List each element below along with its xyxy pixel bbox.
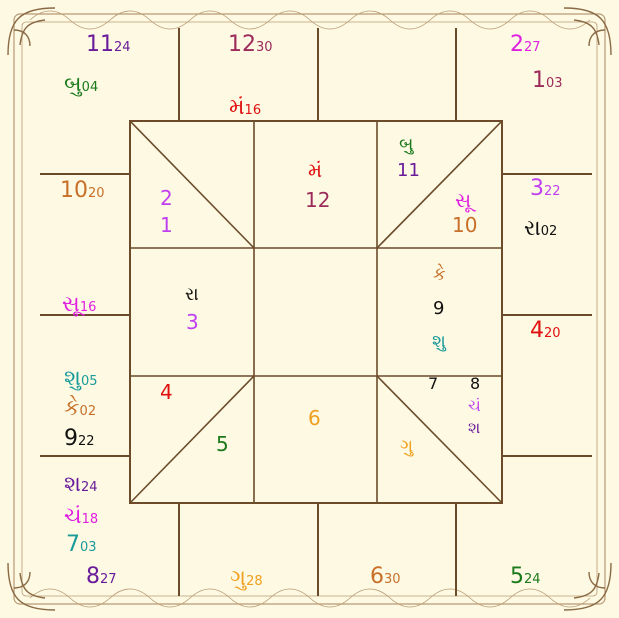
house6-outer-sub: 30	[384, 572, 401, 587]
house11-main: 11	[86, 32, 114, 57]
rahu-outer-sub: 02	[541, 224, 558, 239]
house-num-12: 12	[305, 190, 330, 210]
shukra-outer-label: શુ05	[64, 368, 98, 390]
house1-outer-label: 103	[532, 70, 563, 92]
planet-chandra-h8: ચં	[468, 398, 481, 414]
ketu-outer-sub: 02	[80, 404, 97, 419]
mangal-outer-sub: 16	[245, 103, 262, 118]
house5-outer-sub: 24	[524, 572, 541, 587]
budh-outer-main: બુ	[64, 72, 82, 97]
guru-outer-sub: 28	[246, 574, 263, 589]
ornamental-border	[14, 11, 605, 607]
surya-outer-sub: 16	[80, 300, 97, 315]
house-num-7: 7	[428, 376, 438, 392]
house9-sub: 22	[78, 434, 95, 449]
house-num-9: 9	[433, 300, 444, 318]
planet-surya-h10: સૂ	[455, 190, 471, 210]
house1-outer-main: 1	[532, 68, 546, 93]
house-num-3: 3	[186, 312, 199, 332]
house2-main: 2	[510, 32, 524, 57]
surya-outer-main: સૂ	[62, 292, 80, 317]
house-num-2: 2	[160, 188, 173, 208]
house-num-6: 6	[308, 408, 321, 428]
house5-outer-label: 524	[510, 566, 541, 588]
house12-main: 12	[228, 32, 256, 57]
house-num-11: 11	[397, 162, 420, 180]
house3-outer-label: 322	[530, 178, 561, 200]
house6-outer-main: 6	[370, 564, 384, 589]
ketu-outer-label: કે02	[64, 398, 96, 420]
house12-label: 1230	[228, 34, 273, 56]
shani-outer-label: શ24	[64, 474, 98, 496]
mangal-outer-main: મં	[229, 95, 245, 120]
house-num-5: 5	[216, 434, 229, 454]
rahu-outer-label: રા02	[524, 218, 557, 240]
shani-outer-main: શ	[64, 472, 81, 497]
house7-sub: 03	[80, 540, 97, 555]
house10-label: 1020	[60, 180, 105, 202]
surya-outer-label: સૂ16	[62, 294, 96, 316]
shani-outer-sub: 24	[81, 480, 98, 495]
house2-label: 227	[510, 34, 541, 56]
budh-outer-sub: 04	[82, 80, 99, 95]
planet-guru-h7: ગુ	[400, 438, 413, 456]
house4-outer-main: 4	[530, 318, 544, 343]
house4-outer-sub: 20	[544, 326, 561, 341]
corner-flourishes	[8, 8, 611, 610]
guru-outer-label: ગુ28	[230, 568, 263, 590]
planet-budh-h11: બુ	[399, 136, 413, 154]
house10-sub: 20	[88, 186, 105, 201]
mangal-outer-label: મં16	[229, 97, 261, 119]
house8-label: 827	[86, 566, 117, 588]
planet-mangal-h12: મં	[308, 160, 322, 180]
outer-dividers	[40, 28, 592, 596]
house9-main: 9	[64, 426, 78, 451]
house3-outer-main: 3	[530, 176, 544, 201]
house-num-4: 4	[160, 382, 173, 402]
house6-outer-label: 630	[370, 566, 401, 588]
house11-sub: 24	[114, 40, 131, 55]
house8-main: 8	[86, 564, 100, 589]
house1-outer-sub: 03	[546, 76, 563, 91]
house5-outer-main: 5	[510, 564, 524, 589]
house3-outer-sub: 22	[544, 184, 561, 199]
house-num-10: 10	[452, 215, 477, 235]
house8-sub: 27	[100, 572, 117, 587]
house-num-1: 1	[160, 215, 173, 235]
rahu-outer-main: રા	[524, 216, 541, 241]
guru-outer-main: ગુ	[230, 566, 246, 591]
house10-main: 10	[60, 178, 88, 203]
planet-shani-h8: શ	[468, 420, 480, 436]
shukra-outer-main: શુ	[64, 366, 81, 391]
planet-shukra-h9: શુ	[432, 333, 446, 351]
house9-label: 922	[64, 428, 95, 450]
planet-rahu-h3: રા	[185, 286, 199, 304]
chandra-outer-label: ચં18	[64, 506, 98, 528]
budh-outer-label: બુ04	[64, 74, 98, 96]
shukra-outer-sub: 05	[81, 374, 98, 389]
house7-main: 7	[66, 532, 80, 557]
house12-sub: 30	[256, 40, 273, 55]
house-num-8: 8	[470, 376, 480, 392]
ketu-outer-main: કે	[64, 396, 80, 421]
planet-ketu-h9: કે	[433, 266, 446, 284]
house7-label: 703	[66, 534, 97, 556]
chandra-outer-sub: 18	[82, 512, 99, 527]
house11-label: 1124	[86, 34, 131, 56]
house4-outer-label: 420	[530, 320, 561, 342]
chandra-outer-main: ચં	[64, 504, 82, 529]
house2-sub: 27	[524, 40, 541, 55]
